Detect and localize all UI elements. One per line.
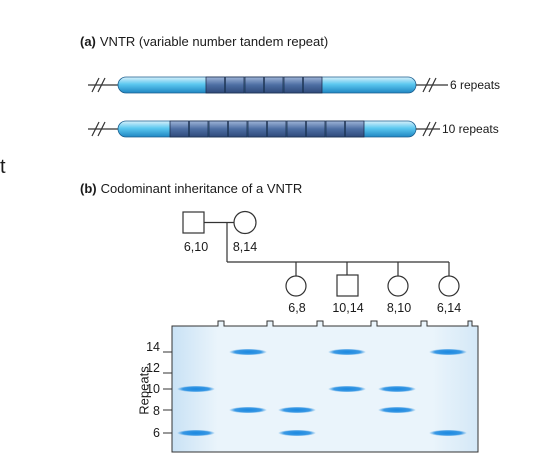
panel-b-title: (b)Codominant inheritance of a VNTR	[80, 181, 302, 196]
repeat-unit	[208, 120, 228, 138]
panel-b-title-text: Codominant inheritance of a VNTR	[100, 181, 303, 196]
gel-band-lane-5-8	[378, 406, 416, 414]
child-4-circle-icon	[438, 275, 460, 297]
repeat-unit	[228, 120, 248, 138]
gel-band-lane-4-14	[328, 348, 366, 356]
break-mark-icon	[91, 121, 106, 137]
gel-band-lane-4-10	[328, 385, 366, 393]
gel-band-lane-6-14	[429, 348, 467, 356]
genotype-child-2: 10,14	[332, 301, 364, 315]
break-mark-icon	[422, 121, 437, 137]
repeat-unit	[345, 120, 365, 138]
gel-tick-8: 8	[153, 404, 160, 418]
repeat-unit	[189, 120, 209, 138]
genotype-mother: 8,14	[232, 240, 258, 254]
gel-tick-12: 12	[146, 361, 160, 375]
genotype-father: 6,10	[183, 240, 209, 254]
gel-band-lane-3-8	[278, 406, 316, 414]
child-1-circle-icon	[285, 275, 307, 297]
mother-circle-icon	[233, 210, 257, 235]
repeat-unit	[169, 120, 189, 138]
gel-band-lane-3-6	[278, 429, 316, 437]
dna-row-10	[88, 120, 440, 138]
gel-band-lane-1-6	[177, 429, 215, 437]
gel-band-lane-5-10	[378, 385, 416, 393]
pedigree	[182, 210, 460, 297]
break-mark-icon	[422, 77, 437, 93]
repeat-unit	[267, 120, 287, 138]
dna-molecule	[117, 120, 417, 138]
gel-bands	[177, 348, 467, 437]
genotype-child-3: 8,10	[386, 301, 412, 315]
father-square-icon	[182, 211, 205, 234]
repeat-unit	[306, 120, 326, 138]
repeat-unit	[303, 76, 323, 94]
break-mark-icon	[91, 77, 106, 93]
gel-tick-6: 6	[153, 426, 160, 440]
repeat-label-6: 6 repeats	[450, 78, 501, 92]
repeat-unit	[283, 76, 303, 94]
dna-row-6	[88, 76, 448, 94]
repeat-unit	[225, 76, 245, 94]
repeat-label-10: 10 repeats	[442, 122, 499, 136]
cropped-text-fragment: t	[0, 156, 6, 178]
repeat-unit	[286, 120, 306, 138]
panel-b-letter: (b)	[80, 181, 97, 196]
child-2-square-icon	[336, 274, 359, 297]
gel-tick-marks	[163, 351, 172, 434]
repeat-unit	[325, 120, 345, 138]
repeat-unit	[264, 76, 284, 94]
repeat-unit	[244, 76, 264, 94]
repeat-unit	[247, 120, 267, 138]
genotype-child-1: 6,8	[288, 301, 306, 315]
vntr-diagram	[88, 76, 448, 138]
repeat-unit	[205, 76, 225, 94]
panel-a-title-text: VNTR (variable number tandem repeat)	[99, 34, 329, 49]
panel-a-title: (a)VNTR (variable number tandem repeat)	[80, 34, 328, 49]
gel-band-lane-2-14	[229, 348, 267, 356]
panel-a-letter: (a)	[80, 34, 96, 49]
gel-band-lane-6-6	[429, 429, 467, 437]
gel-tick-10: 10	[146, 382, 160, 396]
genotype-child-4: 6,14	[436, 301, 462, 315]
gel-band-lane-2-8	[229, 406, 267, 414]
gel-tick-14: 14	[146, 340, 160, 354]
child-3-circle-icon	[387, 275, 409, 297]
gel	[163, 320, 479, 453]
gel-band-lane-1-10	[177, 385, 215, 393]
